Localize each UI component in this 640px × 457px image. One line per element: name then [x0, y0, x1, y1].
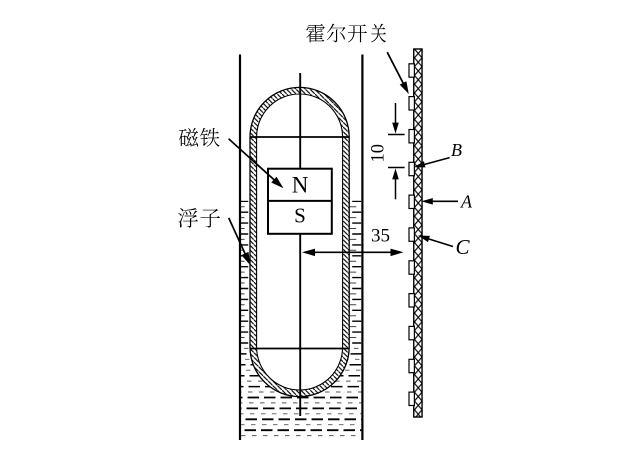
- svg-text:A: A: [460, 191, 473, 211]
- svg-text:C: C: [456, 235, 471, 259]
- svg-text:N: N: [292, 173, 309, 198]
- svg-text:10: 10: [369, 144, 389, 163]
- svg-text:35: 35: [371, 226, 390, 247]
- svg-text:B: B: [451, 140, 462, 160]
- svg-text:S: S: [294, 204, 306, 228]
